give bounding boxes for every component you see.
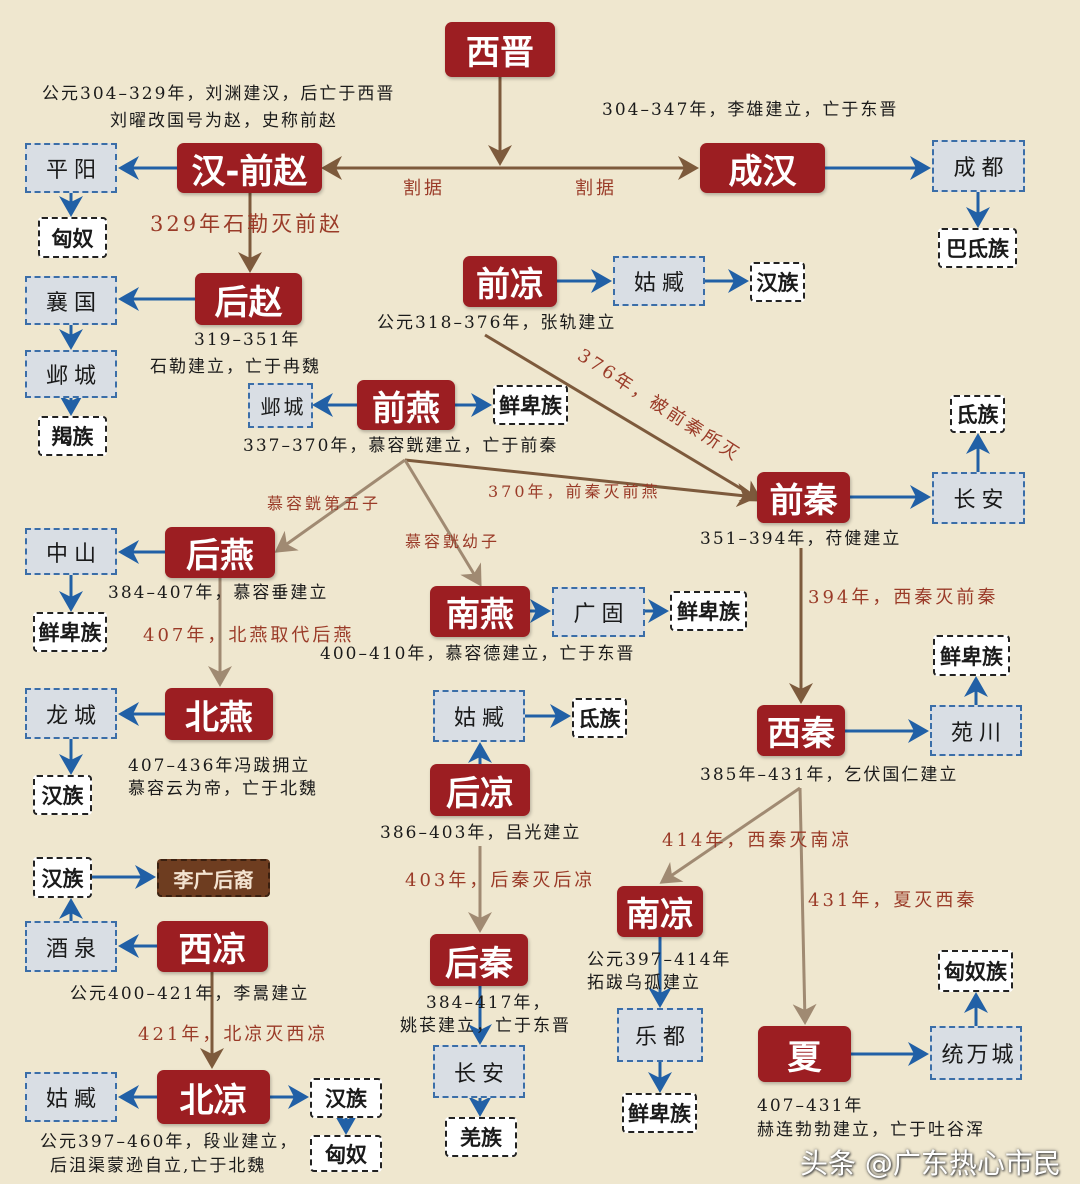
kingdom-xia[interactable]: 夏: [758, 1026, 851, 1082]
ethnic-badi[interactable]: 巴氐族: [938, 228, 1017, 268]
ethnic-xiongnu[interactable]: 匈奴: [38, 217, 107, 258]
city-yecheng[interactable]: 邺城: [25, 350, 117, 398]
note-houqin: 384–417年，: [426, 993, 552, 1013]
kingdom-han-qianzhao[interactable]: 汉-前赵: [177, 143, 322, 193]
note-qianliang: 公元318–376年，张轨建立: [377, 313, 617, 333]
ethnic-jie[interactable]: 羯族: [38, 416, 107, 456]
ethnic-xianbei[interactable]: 鲜卑族: [493, 385, 568, 425]
note-xia: 赫连勃勃建立，亡于吐谷浑: [757, 1120, 985, 1140]
note-qianyan: 337–370年，慕容皝建立，亡于前秦: [243, 436, 559, 456]
note-beiyan: 慕容云为帝，亡于北魏: [128, 779, 318, 799]
event-label: 慕容皝幼子: [405, 532, 501, 551]
kingdom-xiqin[interactable]: 西秦: [757, 705, 845, 756]
city-changan[interactable]: 长安: [932, 472, 1025, 524]
city-guzang[interactable]: 姑臧: [613, 256, 705, 306]
city-guzang[interactable]: 姑臧: [25, 1072, 117, 1122]
watermark: 头条 @广东热心市民: [800, 1147, 1061, 1180]
city-changan[interactable]: 长安: [433, 1045, 525, 1098]
city-yecheng[interactable]: 邺城: [248, 383, 313, 428]
city-yuanchuan[interactable]: 苑川: [930, 705, 1022, 756]
note-xia: 407–431年: [757, 1096, 864, 1116]
note-nanliang: 公元397–414年: [587, 950, 732, 970]
city-ledu[interactable]: 乐都: [617, 1008, 703, 1062]
note-houyan: 384–407年，慕容垂建立: [108, 583, 329, 603]
note-han-qianzhao: 刘曜改国号为赵，史称前赵: [110, 111, 338, 131]
kingdom-beiyan[interactable]: 北燕: [165, 688, 273, 740]
city-tongwancheng[interactable]: 统万城: [930, 1026, 1022, 1080]
note-nanyan: 400–410年，慕容德建立，亡于东晋: [320, 644, 636, 664]
event-label: 割据: [403, 178, 445, 199]
note-xiqin: 385年–431年，乞伏国仁建立: [700, 765, 959, 785]
ethnic-qiang[interactable]: 羌族: [445, 1117, 517, 1157]
ethnic-di[interactable]: 氐族: [950, 395, 1005, 433]
ethnic-xianbei[interactable]: 鲜卑族: [933, 635, 1010, 676]
li-guang-descendants[interactable]: 李广后裔: [157, 859, 270, 897]
note-beiliang: 后沮渠蒙逊自立,亡于北魏: [50, 1156, 267, 1176]
kingdom-houyan[interactable]: 后燕: [165, 527, 275, 578]
kingdom-houliang[interactable]: 后凉: [430, 764, 530, 816]
note-houliang: 386–403年，吕光建立: [380, 823, 582, 843]
city-xiangguo[interactable]: 襄国: [25, 276, 117, 325]
ethnic-han[interactable]: 汉族: [33, 775, 92, 815]
event-label: 421年，北凉灭西凉: [138, 1024, 329, 1045]
event-label: 慕容皝第五子: [267, 494, 382, 513]
note-qianqin: 351–394年，苻健建立: [700, 529, 902, 549]
city-jiuquan[interactable]: 酒泉: [25, 921, 117, 972]
kingdom-houqin[interactable]: 后秦: [430, 934, 528, 986]
event-label: 407年，北燕取代后燕: [143, 625, 355, 646]
kingdom-beiliang[interactable]: 北凉: [157, 1070, 270, 1124]
kingdom-nanliang[interactable]: 南凉: [617, 886, 703, 937]
note-han-qianzhao: 公元304–329年，刘渊建汉，后亡于西晋: [42, 84, 396, 104]
ethnic-han[interactable]: 汉族: [310, 1078, 382, 1118]
kingdom-nanyan[interactable]: 南燕: [430, 586, 530, 637]
kingdom-xijin[interactable]: 西晋: [445, 22, 555, 77]
ethnic-xianbei[interactable]: 鲜卑族: [670, 591, 747, 631]
event-label: 370年，前秦灭前燕: [488, 482, 661, 501]
note-chenghan: 304–347年，李雄建立，亡于东晋: [602, 100, 899, 120]
event-label: 394年，西秦灭前秦: [808, 587, 999, 608]
ethnic-xianbei[interactable]: 鲜卑族: [33, 612, 107, 652]
kingdom-xiliang[interactable]: 西凉: [157, 921, 268, 972]
ethnic-xiongnu[interactable]: 匈奴族: [938, 950, 1013, 992]
ethnic-xiongnu[interactable]: 匈奴: [310, 1135, 382, 1172]
city-guzang[interactable]: 姑臧: [433, 690, 525, 742]
kingdom-houzhao[interactable]: 后赵: [195, 273, 302, 325]
city-guanggu[interactable]: 广固: [552, 587, 645, 637]
kingdom-chenghan[interactable]: 成汉: [700, 143, 825, 193]
city-pingyang[interactable]: 平阳: [25, 143, 117, 193]
city-zhongshan[interactable]: 中山: [25, 528, 117, 575]
event-label: 403年，后秦灭后凉: [405, 870, 596, 891]
ethnic-han[interactable]: 汉族: [750, 262, 805, 302]
note-nanliang: 拓跋乌孤建立: [587, 973, 701, 993]
note-houzhao: 石勒建立，亡于冉魏: [150, 357, 321, 377]
kingdom-qianqin[interactable]: 前秦: [757, 472, 850, 523]
kingdom-qianyan[interactable]: 前燕: [357, 380, 455, 430]
event-label: 329年石勒灭前赵: [150, 212, 344, 236]
event-label: 414年，西秦灭南凉: [662, 830, 853, 851]
event-label: 割据: [575, 178, 617, 199]
note-beiliang: 公元397–460年，段业建立，: [40, 1132, 299, 1152]
note-beiyan: 407–436年冯跋拥立: [128, 756, 311, 776]
kingdom-qianliang[interactable]: 前凉: [463, 256, 557, 307]
city-chengdu[interactable]: 成都: [932, 140, 1025, 192]
note-houzhao: 319–351年: [194, 330, 301, 350]
ethnic-di[interactable]: 氐族: [572, 698, 627, 738]
note-houqin: 姚苌建立，亡于东晋: [400, 1016, 571, 1036]
event-label: 431年，夏灭西秦: [808, 890, 978, 911]
ethnic-xianbei[interactable]: 鲜卑族: [622, 1093, 697, 1133]
note-xiliang: 公元400–421年，李暠建立: [70, 984, 310, 1004]
city-longcheng[interactable]: 龙城: [25, 688, 117, 739]
ethnic-han[interactable]: 汉族: [33, 857, 92, 898]
